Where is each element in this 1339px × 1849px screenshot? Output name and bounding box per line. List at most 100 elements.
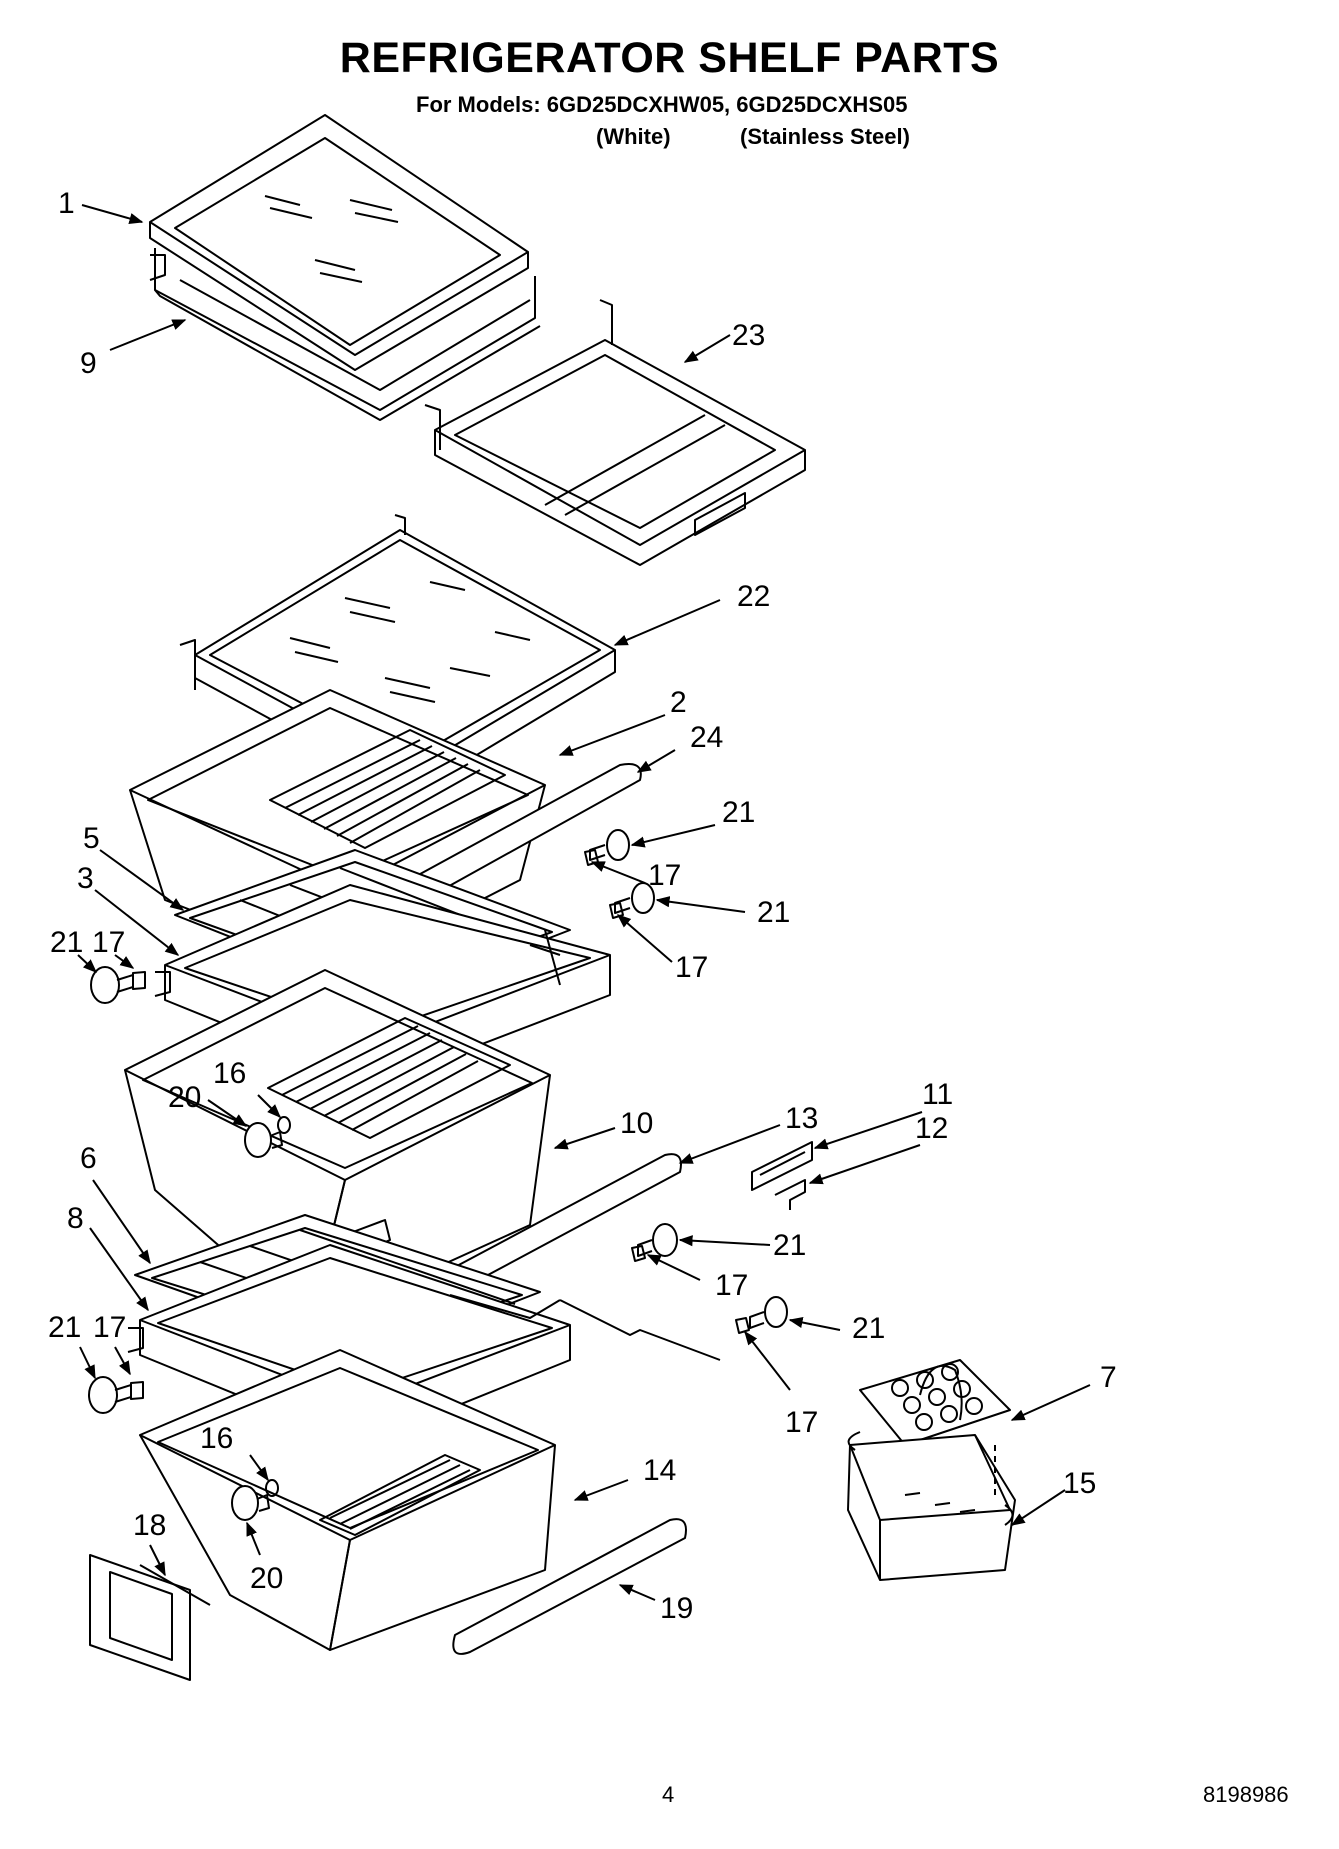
leader-17b: [616, 914, 673, 963]
callout-10: 10: [620, 1107, 653, 1140]
leader-17f: [744, 1330, 791, 1391]
models-line: For Models: 6GD25DCXHW05, 6GD25DCXHS05: [416, 92, 908, 117]
leader-2: [558, 714, 666, 756]
leader-15: [1010, 1489, 1066, 1526]
leader-1: [81, 204, 144, 224]
callout-20a: 20: [168, 1081, 201, 1114]
leader-20b: [246, 1521, 261, 1556]
callout-8: 8: [67, 1202, 84, 1235]
leader-21b: [655, 896, 746, 913]
callout-21e: 21: [773, 1229, 806, 1262]
callout-17a: 17: [648, 859, 681, 892]
leader-18: [149, 1544, 166, 1577]
page-title: REFRIGERATOR SHELF PARTS: [339, 34, 1000, 82]
roller-part-21-lower-right-a: [637, 1223, 678, 1257]
leader-21a: [630, 824, 716, 848]
callout-18: 18: [133, 1509, 166, 1542]
variant-white: (White): [596, 124, 671, 149]
spacer-part-16-lower: [265, 1479, 279, 1497]
glass-shelf-part-1: [149, 114, 529, 371]
callout-2: 2: [670, 686, 687, 719]
callout-21f: 21: [852, 1312, 885, 1345]
roller-part-20-upper: [244, 1122, 283, 1158]
leader-17a: [590, 861, 646, 884]
leader-16a: [257, 1094, 281, 1118]
callout-5: 5: [83, 822, 100, 855]
leader-10: [553, 1127, 616, 1150]
callout-11: 11: [922, 1078, 953, 1111]
callout-15: 15: [1063, 1467, 1096, 1500]
callout-13: 13: [785, 1102, 818, 1135]
bin-cover-part-7: [859, 1359, 1011, 1446]
callout-6: 6: [80, 1142, 97, 1175]
callout-21b: 21: [757, 896, 790, 929]
clip-part-11: [751, 1141, 813, 1191]
leader-21c: [77, 954, 98, 973]
callout-17d: 17: [93, 1311, 126, 1344]
bottom-drawer-part-14: [139, 1349, 556, 1651]
callout-17e: 17: [715, 1269, 748, 1302]
leader-23: [683, 334, 731, 363]
callout-16b: 16: [200, 1422, 233, 1455]
leader-21f: [788, 1316, 841, 1331]
label-card-part-18: [89, 1554, 211, 1681]
callout-21d: 21: [48, 1311, 81, 1344]
callout-9: 9: [80, 347, 97, 380]
leader-3: [94, 889, 180, 956]
screw-part-17-lower-left: [130, 1381, 144, 1400]
leader-17c: [114, 954, 135, 969]
leader-13: [678, 1124, 781, 1164]
roller-part-21-upper-left: [90, 966, 134, 1004]
callout-22: 22: [737, 580, 770, 613]
leader-17e: [646, 1254, 701, 1281]
callout-1: 1: [58, 187, 75, 220]
variant-stainless: (Stainless Steel): [740, 124, 910, 149]
roller-part-20-lower: [231, 1485, 270, 1521]
callout-24: 24: [690, 721, 723, 754]
clip-part-12: [774, 1179, 806, 1210]
callout-16a: 16: [213, 1057, 246, 1090]
drawer-handle-part-19: [452, 1518, 687, 1655]
roller-part-21-lower-left: [88, 1376, 132, 1414]
callout-17f: 17: [785, 1406, 818, 1439]
leader-8: [89, 1227, 149, 1312]
callout-17c: 17: [92, 926, 125, 959]
page-number: 4: [662, 1782, 675, 1807]
callout-20b: 20: [250, 1562, 283, 1595]
screw-part-17-mid-right: [609, 902, 624, 919]
screw-part-17-lower-right-a: [631, 1245, 646, 1262]
leader-11: [813, 1111, 923, 1150]
callout-3: 3: [77, 862, 94, 895]
leader-7: [1010, 1384, 1091, 1421]
callout-7: 7: [1100, 1361, 1117, 1394]
spacer-part-16-upper: [277, 1116, 291, 1134]
shelf-frame-part-9: [149, 248, 541, 421]
callout-21c: 21: [50, 926, 83, 959]
callout-19: 19: [660, 1592, 693, 1625]
leader-16b: [249, 1454, 269, 1482]
screw-part-17-lower-right-b: [735, 1317, 750, 1334]
leader-21e: [678, 1235, 771, 1247]
leader-17d: [114, 1346, 131, 1376]
callout-21a: 21: [722, 796, 755, 829]
leader-14: [573, 1479, 629, 1501]
screw-part-17-upper-left: [132, 971, 146, 990]
leader-20a: [207, 1099, 248, 1127]
leader-5: [99, 849, 185, 911]
callout-12: 12: [915, 1112, 948, 1145]
callout-23: 23: [732, 319, 765, 352]
document-number: 8198986: [1203, 1782, 1289, 1807]
half-shelf-part-23: [424, 299, 806, 566]
leader-21d: [79, 1346, 96, 1380]
leader-24: [636, 749, 676, 773]
callout-17b: 17: [675, 951, 708, 984]
leader-6: [92, 1179, 151, 1265]
roller-part-21-lower-right-b: [749, 1296, 788, 1329]
storage-bin-part-15: [847, 1431, 1016, 1581]
leader-22: [613, 599, 721, 646]
callout-14: 14: [643, 1454, 676, 1487]
leader-19: [618, 1584, 656, 1601]
leader-12: [808, 1144, 921, 1185]
leader-9: [109, 319, 187, 351]
